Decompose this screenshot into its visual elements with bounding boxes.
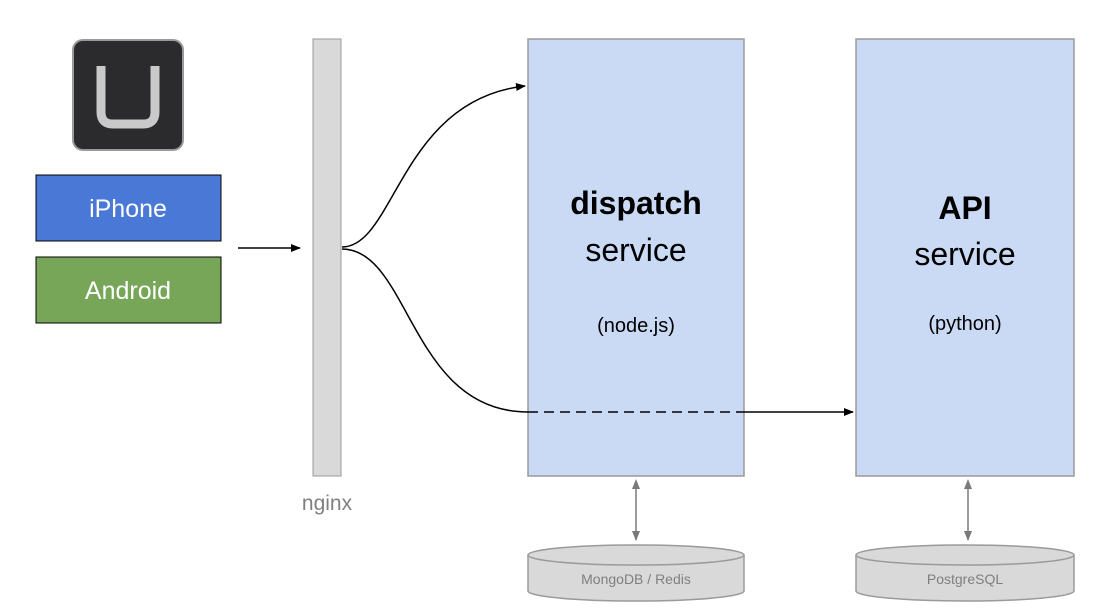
dispatch-title: dispatch bbox=[570, 185, 702, 221]
postgresql-label: PostgreSQL bbox=[927, 571, 1003, 587]
nginx-to-dispatch-arrow bbox=[341, 83, 526, 248]
postgresql-database: PostgreSQL bbox=[855, 544, 1075, 602]
nginx-label: nginx bbox=[302, 492, 353, 515]
dispatch-subtitle: service bbox=[585, 232, 686, 268]
nginx-load-balancer: nginx bbox=[302, 38, 353, 515]
uber-logo-icon bbox=[72, 39, 184, 151]
dispatch-service-box: dispatch service (node.js) bbox=[527, 38, 745, 477]
api-tech: (python) bbox=[928, 313, 1001, 335]
api-service-box: API service (python) bbox=[855, 38, 1075, 477]
nginx-to-api-curve bbox=[341, 248, 529, 413]
iphone-client-box: iPhone bbox=[35, 174, 222, 242]
mongodb-redis-label: MongoDB / Redis bbox=[581, 571, 691, 587]
api-title: API bbox=[938, 190, 991, 226]
mongodb-redis-database: MongoDB / Redis bbox=[527, 544, 745, 602]
dispatch-tech: (node.js) bbox=[597, 315, 675, 337]
android-client-box: Android bbox=[35, 256, 222, 324]
api-subtitle: service bbox=[914, 236, 1015, 272]
android-label: Android bbox=[85, 277, 171, 305]
iphone-label: iPhone bbox=[89, 195, 167, 223]
